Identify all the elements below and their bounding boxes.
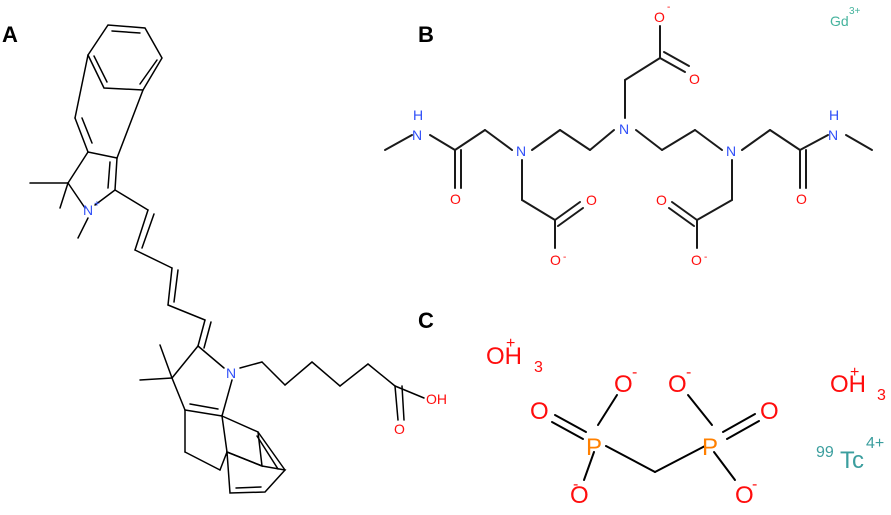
- phosphonate-oxygen-left-top: O: [614, 371, 633, 398]
- technetium-ion: Tc: [840, 447, 864, 474]
- panel-a-atoms: N + N OH O: [83, 199, 447, 437]
- amine-nitrogen-left: N: [516, 143, 526, 159]
- positive-charge-label: +: [94, 199, 100, 210]
- hydronium-charge-left: +: [506, 335, 515, 352]
- panel-c: C OH 3 + OH 3 + O O - P: [418, 308, 886, 509]
- hydronium-subscript-left: 3: [534, 359, 543, 376]
- nitrogen-atom: N: [226, 365, 236, 381]
- panel-c-atoms: OH 3 + OH 3 + O O - P O - O - P O O - 99…: [486, 335, 886, 509]
- phosphonate-oxygen-right-top: O: [668, 371, 687, 398]
- carboxylate-oxygen-left-double: O: [586, 192, 597, 208]
- panel-a-bonds: [29, 24, 425, 494]
- phosphoryl-oxygen-right: O: [760, 398, 779, 425]
- carboxylate-oxygen-left-single: O: [550, 252, 561, 268]
- phosphorus-atom-left: P: [586, 434, 602, 461]
- negative-charge-label: -: [752, 476, 757, 493]
- amide-nitrogen-left: N: [412, 127, 422, 143]
- amide-oxygen-right: O: [796, 191, 807, 207]
- panel-a: A: [2, 22, 447, 494]
- panel-b-bonds: [384, 25, 873, 249]
- panel-b: B: [384, 2, 873, 268]
- phosphonate-oxygen-left-bottom: O: [570, 482, 589, 509]
- negative-charge-label: -: [704, 252, 707, 263]
- panel-b-atoms: N H O N O O - N O - O N O O - O N H Gd 3…: [412, 2, 861, 268]
- gadolinium-ion: Gd: [830, 13, 849, 29]
- amide-nitrogen-right: N: [828, 127, 838, 143]
- amine-nitrogen-center: N: [619, 121, 629, 137]
- hydronium-subscript-right: 3: [877, 387, 886, 404]
- amide-hydrogen-right: H: [829, 107, 839, 123]
- carbonyl-oxygen: O: [394, 421, 405, 437]
- negative-charge-label: -: [686, 364, 691, 381]
- carboxylate-oxygen-right-double: O: [656, 192, 667, 208]
- amide-hydrogen-left: H: [413, 107, 423, 123]
- carboxylate-oxygen-top-double: O: [689, 71, 700, 87]
- panel-label-c: C: [418, 308, 434, 333]
- amide-oxygen-left: O: [450, 191, 461, 207]
- negative-charge-label: -: [563, 252, 566, 263]
- hydronium-charge-right: +: [850, 364, 859, 381]
- carboxylate-oxygen-right-single: O: [691, 252, 702, 268]
- nitrogen-atom-cationic: N: [83, 202, 93, 218]
- negative-charge-label: -: [632, 364, 637, 381]
- phosphonate-oxygen-right-bottom: O: [735, 482, 754, 509]
- carboxylate-oxygen-top-single: O: [654, 9, 665, 25]
- phosphorus-atom-right: P: [702, 434, 718, 461]
- panel-label-a: A: [2, 22, 18, 47]
- technetium-charge: 4+: [866, 435, 884, 452]
- amine-nitrogen-right: N: [726, 143, 736, 159]
- negative-charge-label: -: [667, 2, 670, 13]
- hydronium-oxygen-left: OH: [486, 343, 522, 370]
- hydronium-oxygen-right: OH: [830, 371, 866, 398]
- technetium-isotope: 99: [816, 444, 834, 461]
- hydroxyl-group: OH: [426, 391, 447, 407]
- negative-charge-label: -: [573, 476, 578, 493]
- phosphoryl-oxygen-left: O: [530, 398, 549, 425]
- gadolinium-charge: 3+: [849, 6, 861, 17]
- panel-c-bonds: [551, 394, 760, 481]
- panel-label-b: B: [418, 22, 434, 47]
